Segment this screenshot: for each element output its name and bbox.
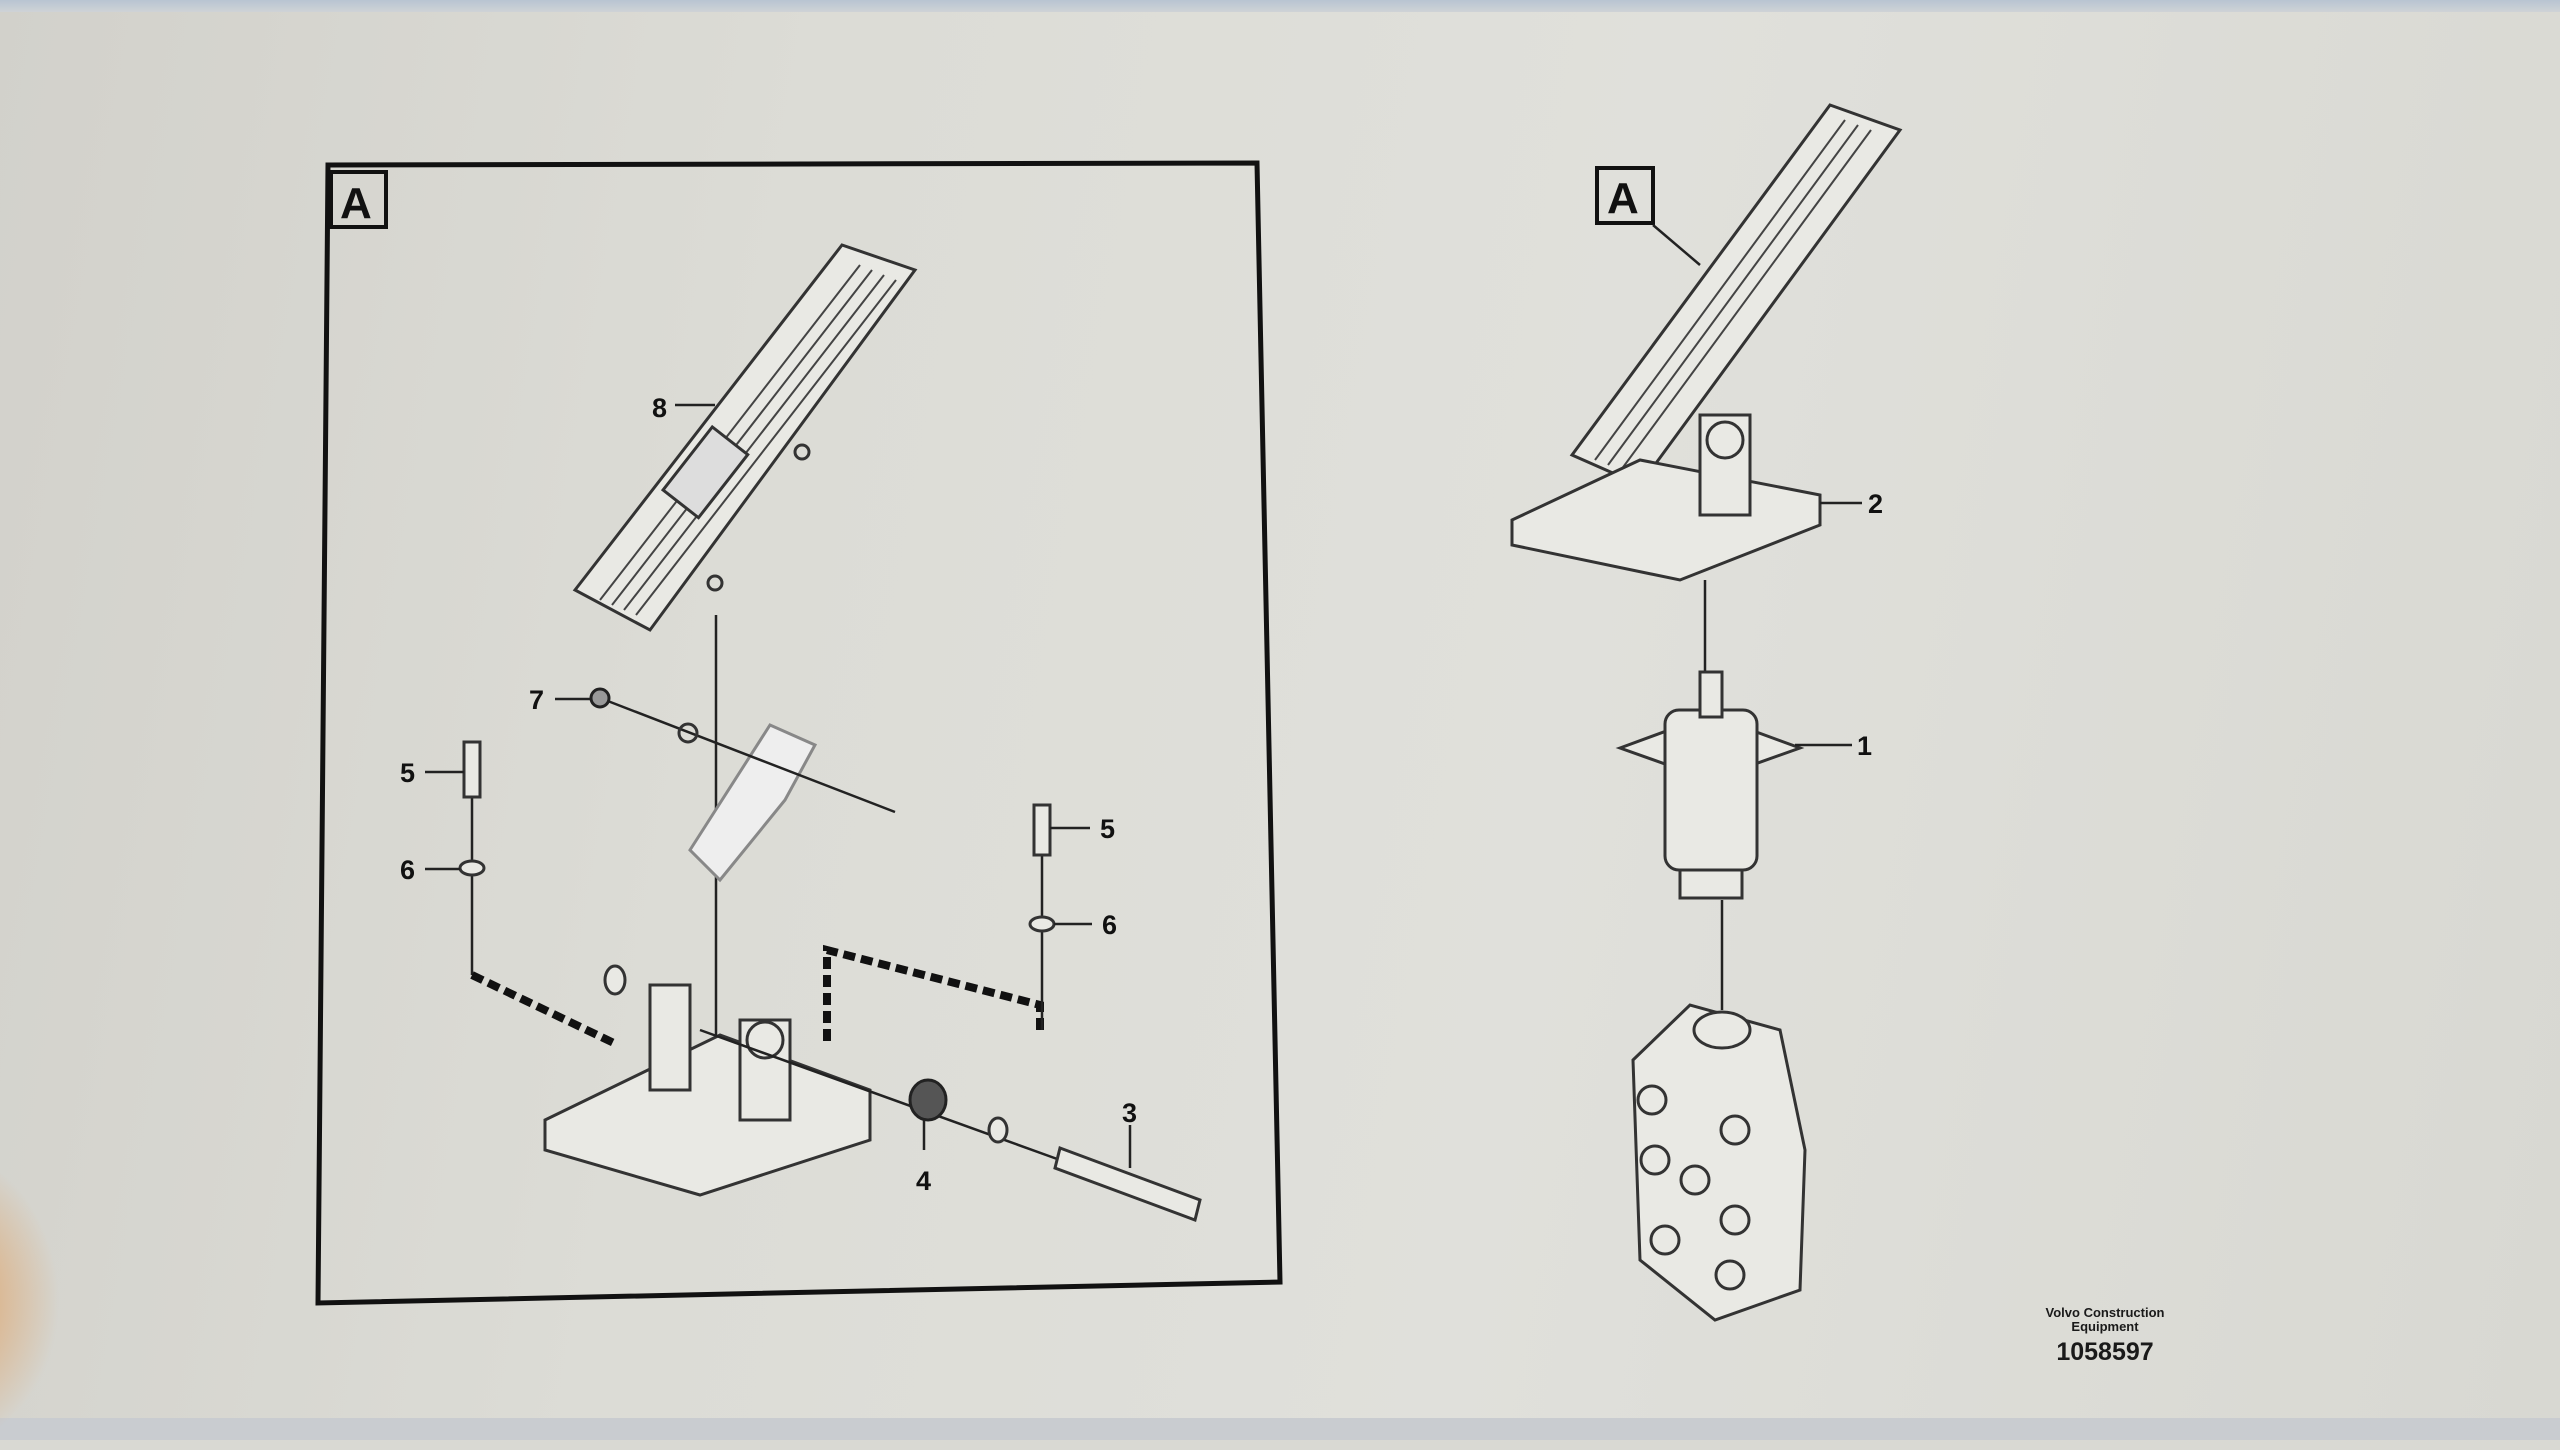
window-top-edge (0, 0, 2560, 12)
main-label: A (1607, 174, 1639, 223)
pedal-base-detail (543, 983, 872, 1197)
callout-3: 3 (1122, 1098, 1137, 1128)
publisher-credit: Volvo Construction Equipment 1058597 (2010, 1306, 2200, 1367)
bracket-plate (688, 723, 818, 883)
shaft (1053, 1146, 1202, 1222)
callout-7: 7 (529, 685, 544, 715)
detail-label: A (340, 179, 372, 228)
main-label-box (1595, 166, 1655, 225)
callout-6-left: 6 (400, 855, 415, 885)
callout-5-right: 5 (1100, 814, 1115, 844)
publisher-line-2: Equipment (2071, 1319, 2139, 1334)
publisher-line-1: Volvo Construction (2045, 1305, 2165, 1320)
callout-8: 8 (652, 393, 667, 423)
pilot-valve (1615, 670, 1805, 900)
light-reflection (0, 1150, 60, 1450)
callout-6-right: 6 (1102, 910, 1117, 940)
pedal-detail (572, 243, 918, 632)
pedal-assembly (1510, 103, 1903, 582)
callout-5-left: 5 (400, 758, 415, 788)
callout-2: 2 (1868, 489, 1883, 519)
detail-frame (315, 160, 1283, 1306)
detail-label-box (329, 170, 388, 229)
window-bottom-edge (0, 1418, 2560, 1440)
callout-1: 1 (1857, 731, 1872, 761)
drawing-number: 1058597 (2056, 1338, 2154, 1366)
control-valve-block (1631, 1003, 1807, 1322)
callout-4: 4 (916, 1166, 931, 1196)
